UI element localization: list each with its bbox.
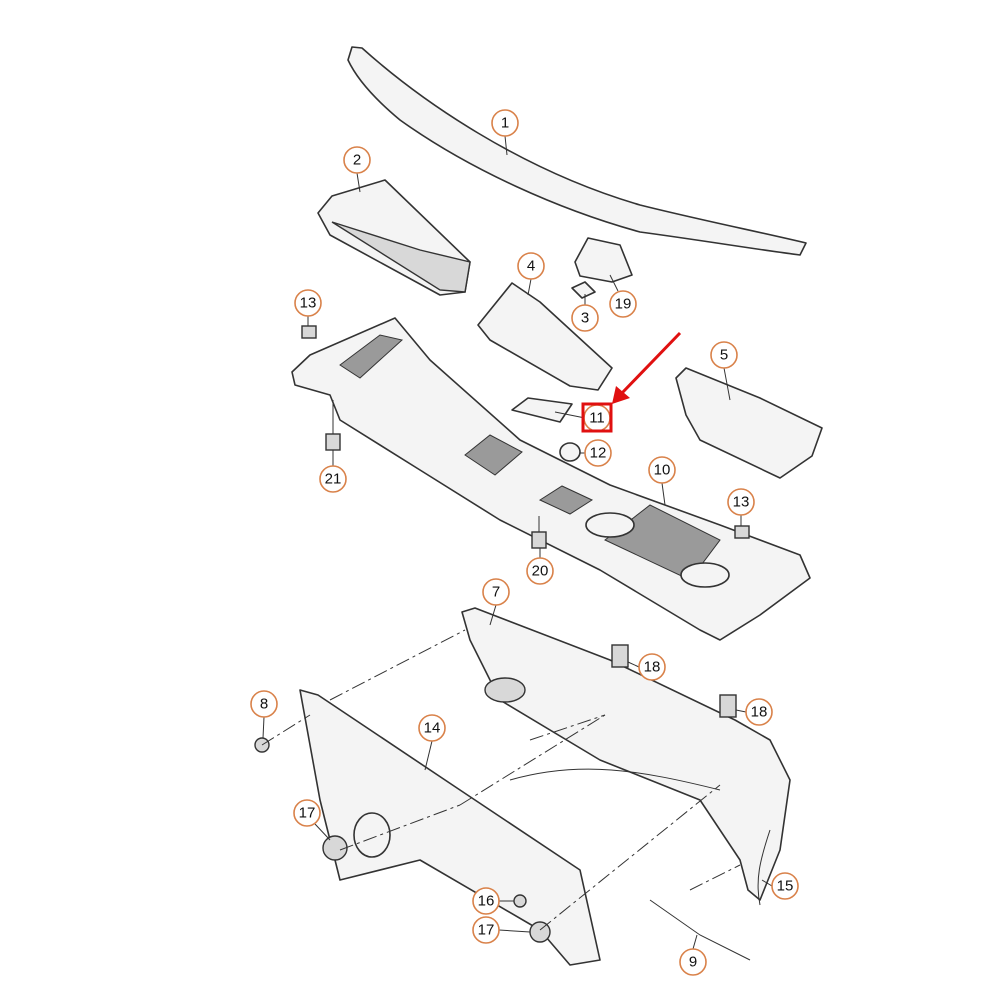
part-seal-15 (757, 829, 771, 906)
svg-text:14: 14 (424, 720, 441, 737)
svg-text:4: 4 (527, 258, 535, 275)
mesh-panel-a (339, 334, 404, 379)
mesh-panel-c (538, 485, 594, 515)
svg-text:21: 21 (325, 471, 342, 488)
clip-21 (325, 433, 341, 451)
callout-7[interactable]: 7 (482, 578, 510, 606)
clip-18a (611, 644, 629, 668)
opening-b (680, 562, 730, 588)
svg-text:20: 20 (532, 563, 549, 580)
svg-text:17: 17 (478, 922, 495, 939)
opening-d (353, 812, 391, 858)
callout-4[interactable]: 4 (517, 252, 545, 280)
part-bracket-19 (574, 237, 633, 283)
callout-17-left[interactable]: 17 (293, 799, 321, 827)
svg-text:10: 10 (654, 462, 671, 479)
svg-text:18: 18 (644, 659, 661, 676)
callout-19[interactable]: 19 (609, 290, 637, 318)
washer-17a (322, 835, 348, 861)
part-cover-4 (477, 282, 613, 391)
svg-text:19: 19 (615, 296, 632, 313)
mesh-panel-b (464, 434, 523, 476)
callout-18-top[interactable]: 18 (638, 653, 666, 681)
part-duct-shade (331, 221, 471, 293)
svg-text:12: 12 (590, 445, 607, 462)
part-clip-3 (571, 281, 596, 299)
svg-text:17: 17 (299, 805, 316, 822)
svg-text:13: 13 (733, 494, 750, 511)
part-cowl-strip (347, 46, 807, 256)
callout-2[interactable]: 2 (343, 146, 371, 174)
callout-16[interactable]: 16 (472, 887, 500, 915)
svg-text:3: 3 (581, 310, 589, 327)
clip-18b (719, 694, 737, 718)
callout-18-right[interactable]: 18 (745, 698, 773, 726)
callout-21[interactable]: 21 (319, 465, 347, 493)
svg-text:15: 15 (777, 878, 794, 895)
part-plug-12 (559, 442, 581, 462)
callout-14[interactable]: 14 (418, 714, 446, 742)
svg-text:9: 9 (689, 954, 697, 971)
callout-3[interactable]: 3 (571, 304, 599, 332)
svg-text:5: 5 (720, 347, 728, 364)
svg-text:7: 7 (492, 584, 500, 601)
callout-13-top[interactable]: 13 (294, 289, 322, 317)
svg-text:18: 18 (751, 704, 768, 721)
svg-text:8: 8 (260, 696, 268, 713)
callout-20[interactable]: 20 (526, 557, 554, 585)
callout-10[interactable]: 10 (648, 456, 676, 484)
clip-20 (531, 531, 547, 549)
svg-text:1: 1 (501, 115, 509, 132)
svg-text:2: 2 (353, 152, 361, 169)
callout-1[interactable]: 1 (491, 109, 519, 137)
callout-13-right[interactable]: 13 (727, 488, 755, 516)
opening-c (484, 677, 526, 703)
clip-13b (734, 525, 750, 539)
svg-text:13: 13 (300, 295, 317, 312)
screw-16 (513, 894, 527, 908)
svg-text:11: 11 (589, 410, 605, 427)
part-duct-right (675, 367, 823, 479)
callout-8[interactable]: 8 (250, 690, 278, 718)
callout-11-highlighted[interactable]: 11 (581, 402, 613, 433)
part-plate-11 (511, 397, 573, 423)
callout-5[interactable]: 5 (710, 341, 738, 369)
opening-a (585, 512, 635, 538)
leader-lines (262, 135, 773, 950)
svg-text:16: 16 (478, 893, 495, 910)
part-cable-9 (649, 899, 751, 961)
callout-17-bottom[interactable]: 17 (472, 916, 500, 944)
highlight-arrow (612, 331, 682, 404)
callout-12[interactable]: 12 (584, 439, 612, 467)
clip-13a (301, 325, 317, 339)
callout-15[interactable]: 15 (771, 872, 799, 900)
callout-9[interactable]: 9 (679, 948, 707, 976)
